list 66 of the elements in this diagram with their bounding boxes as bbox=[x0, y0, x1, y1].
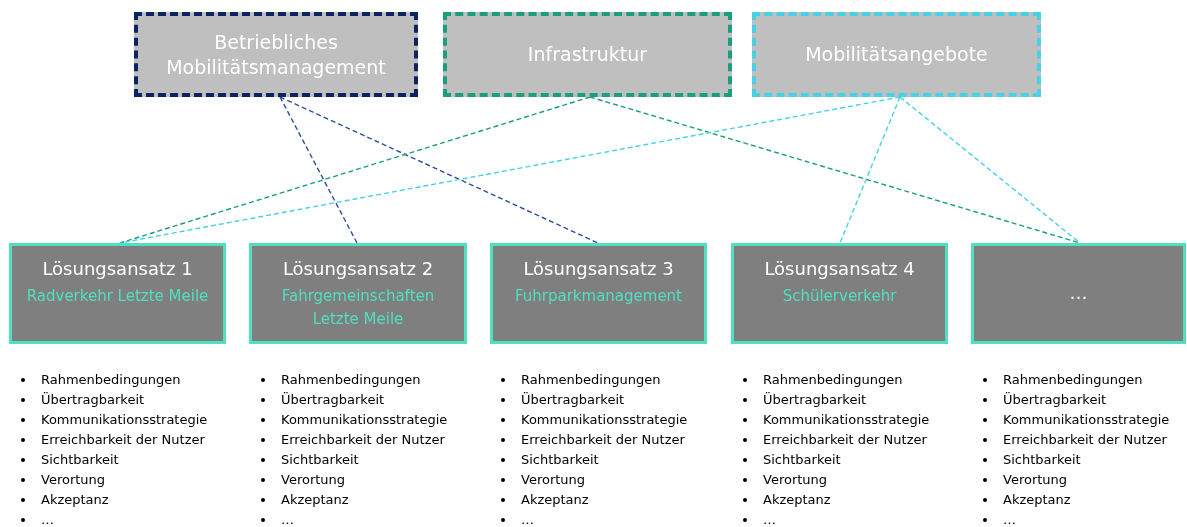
solution-title: Lösungsansatz 4 bbox=[764, 258, 915, 279]
list-item: Kommunikationsstrategie bbox=[763, 411, 930, 429]
list-item: Akzeptanz bbox=[281, 491, 349, 509]
solution-box bbox=[9, 243, 226, 344]
category-title: Betriebliches Mobilitätsmanagement bbox=[165, 29, 387, 80]
list-item: … bbox=[1003, 511, 1016, 527]
list-item: Sichtbarkeit bbox=[41, 451, 119, 469]
solution-topics: Schülerverkehr bbox=[781, 286, 898, 307]
list-item: Verortung bbox=[763, 471, 828, 489]
list-item: Verortung bbox=[521, 471, 586, 489]
list-item: Kommunikationsstrategie bbox=[521, 411, 688, 429]
dashed-connector bbox=[279, 96, 358, 244]
list-item: … bbox=[521, 511, 534, 527]
dashed-connector bbox=[279, 96, 599, 244]
list-item: Rahmenbedingungen bbox=[41, 371, 181, 389]
list-item: Rahmenbedingungen bbox=[763, 371, 903, 389]
list-item: Rahmenbedingungen bbox=[521, 371, 661, 389]
list-item: Erreichbarkeit der Nutzer bbox=[521, 431, 685, 449]
dashed-connector bbox=[589, 96, 1081, 244]
list-item: Kommunikationsstrategie bbox=[41, 411, 208, 429]
solution-title: Lösungsansatz 3 bbox=[523, 258, 674, 279]
list-item: Akzeptanz bbox=[1003, 491, 1071, 509]
list-item: Rahmenbedingungen bbox=[281, 371, 421, 389]
list-item: Sichtbarkeit bbox=[521, 451, 599, 469]
solution-topics: Fuhrparkmanagement bbox=[513, 286, 683, 307]
list-item: Übertragbarkeit bbox=[763, 391, 867, 409]
list-item: Sichtbarkeit bbox=[763, 451, 841, 469]
list-item: Verortung bbox=[281, 471, 346, 489]
category-box bbox=[443, 12, 732, 97]
solution-title: Lösungsansatz 2 bbox=[282, 258, 434, 279]
list-item: Kommunikationsstrategie bbox=[1003, 411, 1170, 429]
solution-topics: Radverkehr Letzte Meile bbox=[25, 286, 210, 307]
list-item: Übertragbarkeit bbox=[521, 391, 625, 409]
dashed-connector bbox=[839, 96, 901, 244]
solution-box bbox=[249, 243, 467, 344]
list-item: Erreichbarkeit der Nutzer bbox=[281, 431, 445, 449]
solution-title: Lösungsansatz 1 bbox=[42, 258, 193, 279]
list-item: Erreichbarkeit der Nutzer bbox=[41, 431, 205, 449]
list-item: Erreichbarkeit der Nutzer bbox=[1003, 431, 1167, 449]
list-item: Übertragbarkeit bbox=[41, 391, 145, 409]
solution-box bbox=[490, 243, 707, 344]
category-title: Mobilitätsangebote bbox=[805, 42, 988, 67]
list-item: … bbox=[41, 511, 54, 527]
list-item: Kommunikationsstrategie bbox=[281, 411, 448, 429]
list-item: Akzeptanz bbox=[521, 491, 589, 509]
solution-box bbox=[731, 243, 948, 344]
list-item: Verortung bbox=[41, 471, 106, 489]
list-item: Sichtbarkeit bbox=[281, 451, 359, 469]
category-box bbox=[752, 12, 1041, 97]
list-item: Erreichbarkeit der Nutzer bbox=[763, 431, 927, 449]
category-title: Infrastruktur bbox=[527, 42, 648, 67]
solution-title: … bbox=[1069, 282, 1088, 303]
list-item: … bbox=[281, 511, 294, 527]
list-item: … bbox=[763, 511, 776, 527]
list-item: Verortung bbox=[1003, 471, 1068, 489]
list-item: Sichtbarkeit bbox=[1003, 451, 1081, 469]
dashed-connector bbox=[119, 96, 591, 244]
dashed-connector bbox=[899, 96, 1081, 244]
category-box bbox=[134, 12, 418, 97]
list-item: Übertragbarkeit bbox=[281, 391, 385, 409]
list-item: Akzeptanz bbox=[763, 491, 831, 509]
list-item: Rahmenbedingungen bbox=[1003, 371, 1143, 389]
list-item: Übertragbarkeit bbox=[1003, 391, 1107, 409]
solution-box bbox=[971, 243, 1186, 344]
list-item: Akzeptanz bbox=[41, 491, 109, 509]
solution-topics: Fahrgemeinschaften Letzte Meile bbox=[280, 286, 436, 331]
